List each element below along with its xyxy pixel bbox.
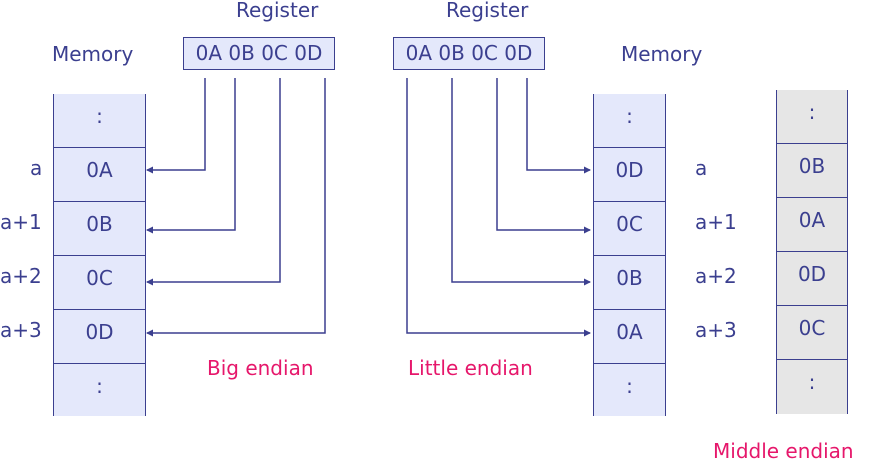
memory-cell: 0D [615, 158, 644, 182]
big-endian-address-a: a [30, 156, 43, 180]
memory-cell: 0C [616, 212, 643, 236]
big-endian-register-title: Register [236, 0, 319, 22]
little-endian-address-a1: a+1 [695, 210, 737, 234]
big-endian-address-a1: a+1 [0, 210, 42, 234]
memory-cell: : [808, 370, 816, 394]
little-endian-memory: : 0D 0C 0B 0A : [593, 94, 666, 416]
big-endian-caption: Big endian [207, 356, 314, 380]
big-endian-wire-0c [146, 78, 281, 286]
memory-cell: 0D [85, 320, 114, 344]
little-endian-register-title: Register [446, 0, 529, 22]
big-endian-wire-0b [146, 78, 236, 234]
little-endian-wire-0c [496, 78, 591, 234]
middle-endian-memory: : 0B 0A 0D 0C : [776, 90, 848, 414]
memory-cell: 0C [798, 316, 826, 340]
big-endian-wire-0a [146, 78, 206, 174]
little-endian-address-a3: a+3 [695, 318, 737, 342]
big-endian-address-a2: a+2 [0, 264, 42, 288]
little-endian-address-a2: a+2 [695, 264, 737, 288]
middle-endian-caption: Middle endian [713, 439, 854, 463]
memory-cell: 0C [86, 266, 113, 290]
little-endian-address-a: a [695, 156, 708, 180]
memory-cell: : [96, 374, 103, 398]
little-endian-caption: Little endian [408, 356, 533, 380]
little-endian-wire-0d [526, 78, 591, 174]
big-endian-register: 0A 0B 0C 0D [183, 37, 335, 70]
big-endian-wire-0d [146, 78, 326, 337]
big-endian-memory-title: Memory [52, 42, 134, 66]
big-endian-address-a3: a+3 [0, 318, 42, 342]
little-endian-register: 0A 0B 0C 0D [393, 37, 545, 70]
memory-cell: 0B [798, 154, 826, 178]
memory-cell: 0A [86, 158, 113, 182]
memory-cell: : [96, 104, 103, 128]
memory-cell: 0D [797, 262, 827, 286]
memory-cell: : [626, 374, 633, 398]
memory-cell: : [626, 104, 633, 128]
memory-cell: 0B [86, 212, 113, 236]
memory-cell: 0B [616, 266, 643, 290]
memory-cell: : [808, 100, 816, 124]
memory-cell: 0A [616, 320, 643, 344]
memory-cell: 0A [798, 208, 826, 232]
little-endian-memory-title: Memory [621, 42, 703, 66]
little-endian-wire-0a [406, 78, 591, 337]
big-endian-memory: : 0A 0B 0C 0D : [53, 94, 146, 416]
little-endian-wire-0b [451, 78, 591, 286]
